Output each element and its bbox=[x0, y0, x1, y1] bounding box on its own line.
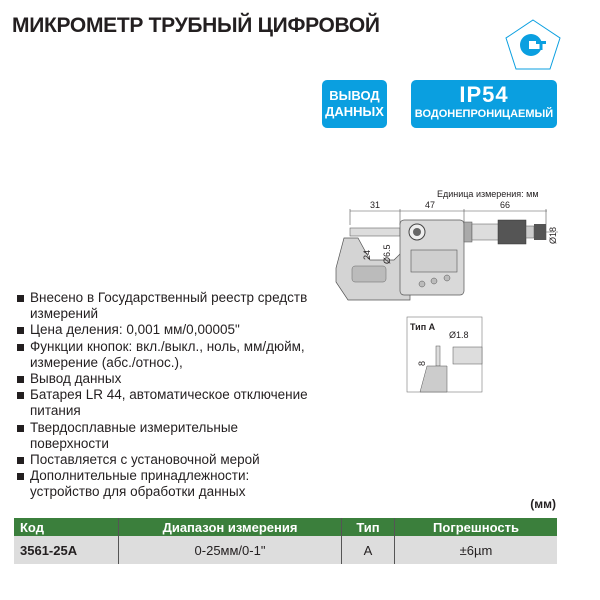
feature-item: Цена деления: 0,001 мм/0,00005" bbox=[14, 322, 314, 338]
feature-item: Вывод данных bbox=[14, 371, 314, 387]
unit-note: Единица измерения: мм bbox=[437, 189, 539, 199]
dim-47: 47 bbox=[425, 200, 435, 210]
ip-rating: IP54 bbox=[459, 82, 509, 107]
cell-range: 0-25мм/0-1" bbox=[118, 536, 342, 564]
table-header-row: Код Диапазон измерения Тип Погрешность bbox=[14, 518, 557, 536]
dim-d18: Ø18 bbox=[548, 227, 558, 244]
dim-66: 66 bbox=[500, 200, 510, 210]
cell-accuracy: ±6µm bbox=[394, 536, 557, 564]
badge-text: ВЫВОД bbox=[329, 88, 380, 103]
table-unit: (мм) bbox=[530, 497, 556, 511]
micrometer-drawing: Единица измерения: мм 31 47 66 24 Ø6.5 Ø… bbox=[335, 189, 558, 393]
feature-item: Поставляется с установочной мерой bbox=[14, 452, 314, 468]
ip-caption: ВОДОНЕПРОНИЦАЕМЫЙ bbox=[414, 108, 554, 120]
feature-item: Внесено в Государственный реестр средств… bbox=[14, 290, 314, 322]
col-accuracy: Погрешность bbox=[394, 518, 557, 536]
cell-code: 3561-25A bbox=[14, 536, 119, 564]
feature-item: Батарея LR 44, автоматическое отключение… bbox=[14, 387, 314, 419]
spec-table: Код Диапазон измерения Тип Погрешность 3… bbox=[14, 518, 557, 564]
dim-31: 31 bbox=[370, 200, 380, 210]
dim-d1-8: Ø1.8 bbox=[449, 330, 469, 340]
table-row: 3561-25A 0-25мм/0-1" A ±6µm bbox=[14, 536, 557, 564]
cell-type: A bbox=[341, 536, 395, 564]
feature-list: Внесено в Государственный реестр средств… bbox=[14, 290, 314, 501]
data-output-badge: ВЫВОД ДАННЫХ bbox=[322, 80, 387, 128]
feature-item: Твердосплавные измерительные поверхности bbox=[14, 420, 314, 452]
gost-logo-icon bbox=[505, 19, 561, 70]
ip54-badge: IP54 ВОДОНЕПРОНИЦАЕМЫЙ bbox=[411, 80, 557, 128]
type-a-label: Тип А bbox=[410, 322, 436, 332]
col-range: Диапазон измерения bbox=[118, 518, 342, 536]
badge-text: ДАННЫХ bbox=[325, 104, 384, 119]
col-code: Код bbox=[14, 518, 119, 536]
col-type: Тип bbox=[341, 518, 395, 536]
feature-item: Функции кнопок: вкл./выкл., ноль, мм/дюй… bbox=[14, 339, 314, 371]
dim-8: 8 bbox=[417, 361, 427, 366]
page-title: МИКРОМЕТР ТРУБНЫЙ ЦИФРОВОЙ bbox=[12, 14, 380, 37]
feature-item: Дополнительные принадлежности: устройств… bbox=[14, 468, 314, 500]
dim-24: 24 bbox=[362, 250, 372, 260]
dim-d6-5: Ø6.5 bbox=[382, 244, 392, 264]
